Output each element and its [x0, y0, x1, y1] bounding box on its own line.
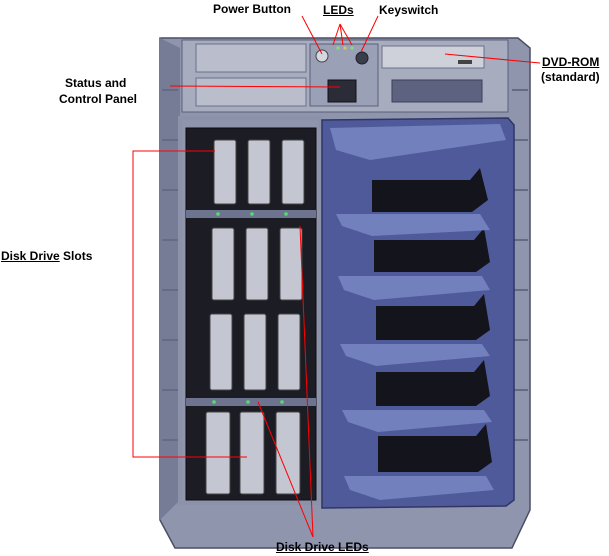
power-button [315, 49, 329, 63]
dvd-tray-button [458, 60, 472, 64]
leader-keyswitch [360, 15, 379, 53]
status-panel-label-1: Status and [65, 76, 127, 90]
led-1 [336, 46, 340, 50]
leader-disk-leds-1 [257, 401, 314, 538]
status-display [327, 79, 357, 103]
status-panel-label-2: Control Panel [59, 92, 138, 106]
power-button-label: Power Button [213, 2, 291, 16]
led-strip-lower [186, 398, 316, 406]
disk-drive-leds-label: Disk Drive LEDs [276, 540, 369, 554]
drive-leds [212, 212, 288, 404]
leader-disk-leds-2 [299, 225, 314, 538]
led-2 [343, 46, 347, 50]
led-3 [350, 46, 354, 50]
keyswitch-label: Keyswitch [379, 3, 439, 17]
disk-bay-frame [178, 116, 322, 505]
slots-term: Slots [59, 249, 93, 263]
dvd-rom-label: DVD-ROM [542, 55, 600, 69]
leader-status-panel [169, 85, 341, 88]
door-vents [372, 168, 492, 472]
keyswitch [355, 51, 369, 65]
blank-bay-lower [195, 77, 307, 107]
leader-leds-1 [332, 23, 341, 46]
leader-lines [132, 15, 541, 538]
bay-below-dvd [391, 79, 483, 103]
dvd-drive [381, 45, 485, 69]
leader-leds-2 [339, 23, 344, 46]
leader-disk-slots [132, 150, 247, 458]
disk-drive-slots-label: Disk Drive Slots [1, 249, 92, 264]
blank-bay-upper [195, 43, 307, 73]
leader-leds-3 [339, 23, 353, 46]
leds-label: LEDs [323, 3, 354, 17]
leader-power-button [301, 15, 323, 55]
leader-dvd-rom [444, 53, 541, 64]
chassis-left-side [160, 38, 180, 520]
disk-drive-term: Disk Drive [1, 249, 60, 263]
door-highlights [330, 124, 506, 500]
dvd-rom-note: (standard) [541, 70, 600, 84]
drive-carriers [205, 139, 305, 495]
